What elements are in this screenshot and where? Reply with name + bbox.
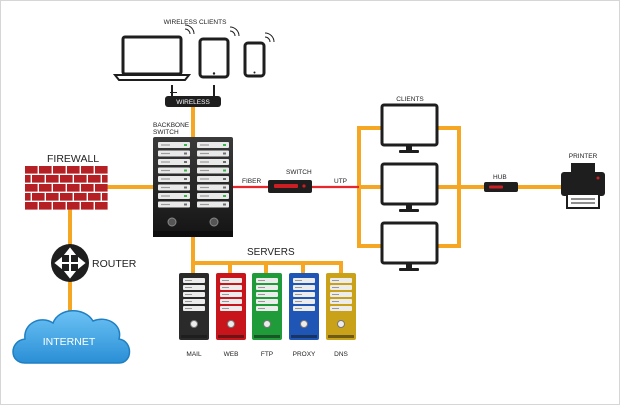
server-tower-icon: DNS: [326, 273, 356, 358]
server-towers: MAIL WEB FTP PROXY DNS: [179, 273, 356, 358]
server-label: FTP: [261, 351, 273, 358]
server-tower-icon: WEB: [216, 273, 246, 358]
phone-icon: [243, 32, 275, 78]
internet-label: INTERNET: [43, 336, 96, 348]
rack-drive-rows: [158, 142, 229, 208]
router-label: ROUTER: [92, 258, 137, 270]
server-label: DNS: [334, 351, 348, 358]
brick-wall-icon: [25, 166, 108, 210]
monitor-icon: [380, 162, 439, 212]
fiber-label: FIBER: [242, 178, 261, 185]
backbone-switch-label-line2: SWITCH: [153, 129, 179, 136]
server-rack-icon: [153, 137, 233, 237]
laptop-icon: [112, 24, 195, 81]
printer-icon: [561, 163, 605, 209]
clients-label: CLIENTS: [396, 96, 424, 103]
monitor-icon: [380, 103, 439, 153]
cloud-icon: [12, 310, 131, 364]
switch-icon: [268, 180, 312, 193]
tablet-icon: [198, 26, 240, 79]
monitor-icon: [380, 221, 439, 271]
hub-label: HUB: [493, 174, 507, 181]
firewall-label: FIREWALL: [47, 153, 99, 165]
wireless-clients-label: WIRELESS CLIENTS: [164, 19, 228, 26]
client-monitors: [380, 103, 439, 271]
router-icon: [51, 244, 89, 282]
server-tower-icon: MAIL: [179, 273, 209, 358]
printer-label: PRINTER: [569, 153, 598, 160]
backbone-switch-label-line1: BACKBONE: [153, 122, 190, 129]
wireless-router-label: WIRELESS: [176, 99, 210, 106]
switch-label: SWITCH: [286, 169, 312, 176]
server-label: WEB: [224, 351, 239, 358]
utp-label: UTP: [334, 178, 347, 185]
server-tower-icon: PROXY: [289, 273, 319, 358]
server-label: PROXY: [293, 351, 316, 358]
server-label: MAIL: [186, 351, 202, 358]
cables: [68, 105, 565, 319]
server-tower-icon: FTP: [252, 273, 282, 358]
hub-icon: [484, 182, 518, 192]
servers-label: SERVERS: [247, 247, 295, 258]
wireless-router-icon: WIRELESS: [165, 85, 221, 107]
